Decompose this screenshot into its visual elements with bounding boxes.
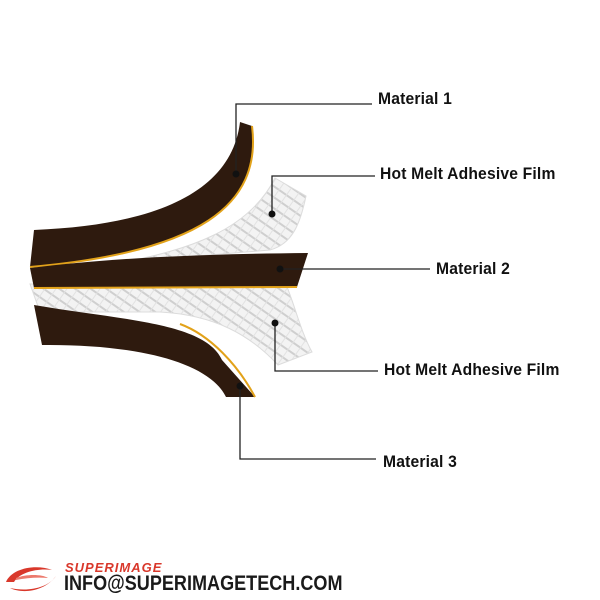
label-material-1: Material 1 <box>378 89 453 108</box>
contact-email: INFO@SUPERIMAGETECH.COM <box>64 572 343 595</box>
pointer-dot-material-1 <box>232 170 240 178</box>
leader-line-film-top <box>271 175 375 214</box>
material-2-adhesive-edge <box>33 286 298 289</box>
pointer-dot-material-2 <box>276 265 284 273</box>
material-3-layer <box>34 305 255 397</box>
label-material-3: Material 3 <box>383 452 458 471</box>
label-hot-melt-film-top: Hot Melt Adhesive Film <box>380 164 556 183</box>
label-hot-melt-film-bottom: Hot Melt Adhesive Film <box>384 360 560 379</box>
pointer-dot-material-3 <box>236 382 244 390</box>
brand-name: SUPERIMAGE <box>65 560 163 575</box>
material-3-adhesive-edge <box>179 323 256 398</box>
leader-line-film-bottom <box>274 323 378 372</box>
superimage-logo-icon <box>6 567 56 592</box>
material-1-adhesive-edge <box>29 125 254 268</box>
pointer-dot-film-top <box>268 210 276 218</box>
material-1-layer <box>30 122 254 267</box>
material-2-layer <box>30 253 308 288</box>
leader-line-material-1 <box>235 103 372 174</box>
leader-line-material-3 <box>239 386 376 460</box>
pointer-dot-film-bottom <box>271 319 279 327</box>
label-material-2: Material 2 <box>436 259 511 278</box>
